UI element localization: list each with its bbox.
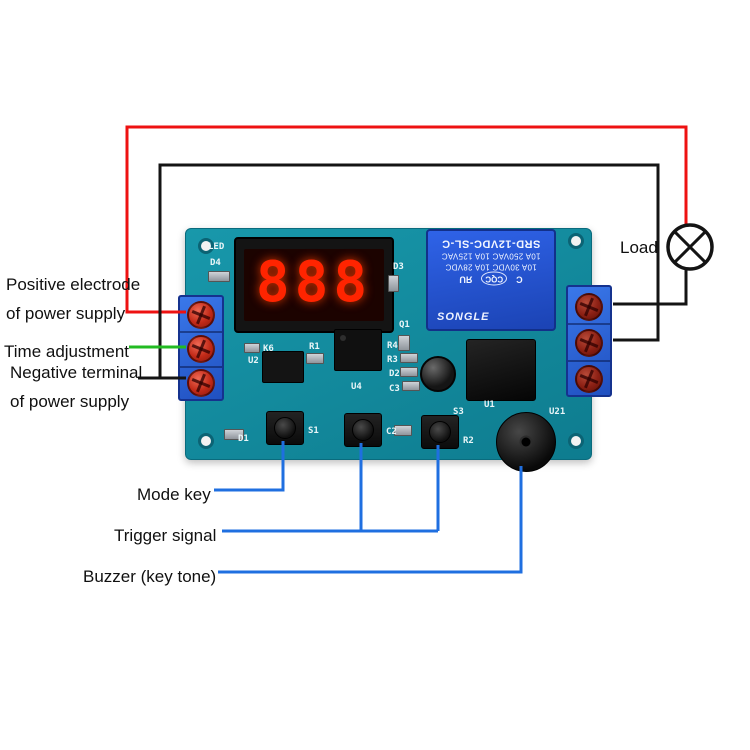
- smd-component: [400, 353, 418, 363]
- silkscreen-label: R3: [387, 355, 398, 365]
- annotation-negative-line2: of power supply: [10, 392, 130, 411]
- smd-component: [398, 335, 410, 351]
- lamp-circle: [666, 223, 714, 271]
- relay-output-screw-2: [575, 329, 603, 357]
- annotation-positive-line1: Positive electrode: [6, 275, 141, 294]
- silkscreen-label: S3: [453, 407, 464, 417]
- annotation-negative: Negative terminal of power supply: [10, 358, 142, 416]
- silkscreen-label: D3: [393, 262, 404, 272]
- smd-component: [402, 381, 420, 391]
- silkscreen-label: D1: [238, 434, 249, 444]
- annotation-positive-line2: of power supply: [6, 304, 126, 323]
- line-buzzer: [218, 466, 523, 574]
- terminal-screw-time: [187, 335, 215, 363]
- silkscreen-label: U2: [248, 356, 259, 366]
- lamp-symbol: [666, 223, 714, 271]
- smd-component: [208, 271, 230, 282]
- seven-segment-display: 888: [234, 237, 394, 333]
- relay-cert-c: C: [516, 274, 523, 285]
- terminal-separator: [568, 360, 610, 362]
- silkscreen-label: C2: [386, 427, 397, 437]
- relay-model: SRD-12VDC-SL-C: [441, 237, 541, 250]
- silkscreen-label: R2: [463, 436, 474, 446]
- annotation-load: Load: [620, 233, 658, 262]
- relay-cert-cqc: CQC: [481, 271, 508, 286]
- silkscreen-label: U4: [351, 382, 362, 392]
- trigger-button-2: [421, 415, 459, 449]
- terminal-separator: [568, 323, 610, 325]
- right-terminal-block: [566, 285, 612, 397]
- annotation-time-adjustment-text: Time adjustment: [4, 342, 130, 361]
- silkscreen-label: S1: [308, 426, 319, 436]
- smd-diode: [224, 429, 244, 440]
- silkscreen-label: U21: [549, 407, 566, 417]
- soic-chip: [262, 351, 304, 383]
- mounting-hole: [568, 433, 584, 449]
- terminal-separator: [180, 366, 222, 368]
- terminal-separator: [180, 331, 222, 333]
- mode-key-button: [266, 411, 304, 445]
- smd-component: [388, 275, 399, 292]
- annotation-mode-key-text: Mode key: [137, 485, 211, 504]
- smd-component: [244, 343, 260, 353]
- silkscreen-label: Q1: [399, 320, 410, 330]
- button-cap: [429, 421, 451, 443]
- wire-lamp-to-relay-output: [613, 269, 688, 306]
- silkscreen-label: D4: [210, 258, 221, 268]
- button-cap: [274, 417, 296, 439]
- annotation-buzzer: Buzzer (key tone): [83, 562, 216, 591]
- relay: C CQC ЯU 10A 30VDC 10A 28VDC 10A 250VAC …: [426, 229, 556, 331]
- relay-rating-1: 10A 250VAC 10A 125VAC: [441, 251, 541, 261]
- silkscreen-label: LED: [208, 242, 225, 252]
- relay-cert-marks: C CQC ЯU: [432, 271, 550, 286]
- relay-output-screw-1: [575, 293, 603, 321]
- mounting-hole: [568, 233, 584, 249]
- silkscreen-label: U1: [484, 400, 495, 410]
- display-screen: 888: [244, 249, 384, 321]
- annotation-trigger-signal-text: Trigger signal: [114, 526, 217, 545]
- terminal-screw-positive: [187, 301, 215, 329]
- relay-brand: SONGLE: [437, 311, 490, 323]
- relay-cert-ul: ЯU: [459, 274, 473, 285]
- trigger-button-1: [344, 413, 382, 447]
- silkscreen-label: D2: [389, 369, 400, 379]
- buzzer-hole: [521, 437, 531, 447]
- lamp-cross-line: [673, 230, 707, 264]
- silkscreen-label: R1: [309, 342, 320, 352]
- annotation-load-text: Load: [620, 238, 658, 257]
- annotation-mode-key: Mode key: [137, 480, 211, 509]
- button-cap: [352, 419, 374, 441]
- annotation-buzzer-text: Buzzer (key tone): [83, 567, 217, 586]
- mounting-hole: [198, 433, 214, 449]
- silkscreen-label: K6: [263, 344, 274, 354]
- black-component-box: [466, 339, 536, 401]
- left-terminal-block: [178, 295, 224, 401]
- relay-rating-2: 10A 30VDC 10A 28VDC: [445, 262, 537, 272]
- annotation-trigger-signal: Trigger signal: [114, 521, 216, 550]
- pcb-board: 888 C CQC ЯU 10A 30VDC 10A 28VDC 10A 250…: [178, 228, 612, 472]
- terminal-screw-negative: [187, 369, 215, 397]
- mcu-chip: [334, 329, 382, 371]
- silkscreen-label: C3: [389, 384, 400, 394]
- smd-component: [306, 353, 324, 364]
- annotation-time-adjustment: Time adjustment: [4, 337, 129, 366]
- smd-component: [400, 367, 418, 377]
- silkscreen-label: R4: [387, 341, 398, 351]
- annotation-positive: Positive electrode of power supply: [6, 270, 140, 328]
- electrolytic-capacitor: [420, 356, 456, 392]
- smd-component: [394, 425, 412, 436]
- relay-output-screw-3: [575, 365, 603, 393]
- display-digits: 888: [255, 250, 373, 315]
- annotation-negative-line1: Negative terminal: [10, 363, 143, 382]
- relay-label: C CQC ЯU 10A 30VDC 10A 28VDC 10A 250VAC …: [432, 236, 550, 287]
- lamp-cross-line: [673, 230, 707, 264]
- buzzer-component: [496, 412, 556, 472]
